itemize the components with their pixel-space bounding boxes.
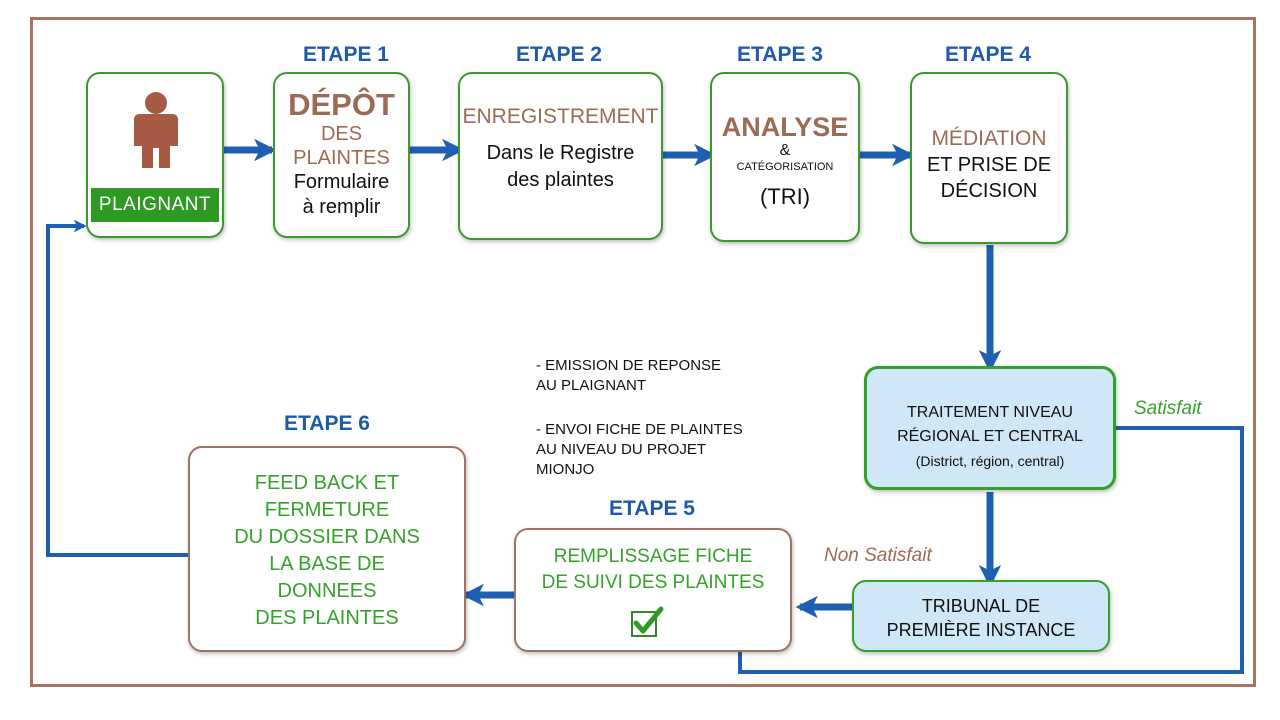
feedback-line2: FERMETURE — [264, 499, 390, 521]
tribunal-box: TRIBUNAL DE PREMIÈRE INSTANCE — [852, 580, 1110, 652]
tribunal-line1: TRIBUNAL DE — [921, 596, 1041, 616]
analyse-categorisation: CATÉGORISATION — [736, 161, 834, 173]
feedback-line1: FEED BACK ET — [254, 472, 400, 494]
depot-des: DES — [320, 123, 363, 145]
traitement-box: TRAITEMENT NIVEAU RÉGIONAL ET CENTRAL (D… — [864, 366, 1116, 490]
note-envoi-line1: - ENVOI FICHE DE PLAINTES — [536, 421, 743, 438]
depot-title: DÉPÔT — [288, 87, 395, 122]
feedback-line4: LA BASE DE — [269, 553, 385, 575]
checkbox-checked-icon — [631, 606, 664, 637]
tribunal-line2: PREMIÈRE INSTANCE — [886, 620, 1076, 640]
feedback-line3: DU DOSSIER DANS — [234, 526, 420, 548]
depot-a-remplir: à remplir — [302, 196, 381, 218]
mediation-line3: DÉCISION — [940, 180, 1038, 202]
depot-plaintes: PLAINTES — [293, 147, 390, 169]
feedback-line6: DES PLAINTES — [255, 607, 399, 629]
enregistrement-title: ENREGISTREMENT — [462, 105, 659, 128]
person-icon — [134, 92, 178, 168]
step-3-label: ETAPE 3 — [737, 43, 823, 66]
enregistrement-line1: Dans le Registre — [486, 142, 635, 164]
plaignant-label: PLAIGNANT — [91, 188, 219, 222]
feedback-line5: DONNEES — [277, 580, 377, 602]
arrow-satisfait-loop — [733, 426, 1244, 674]
mediation-line2: ET PRISE DE — [926, 154, 1052, 176]
traitement-line2: RÉGIONAL ET CENTRAL — [897, 428, 1083, 445]
step-2-label: ETAPE 2 — [516, 43, 602, 66]
arrow-feedback-to-plaignant — [46, 219, 188, 557]
diagram-frame — [30, 17, 1256, 687]
note-envoi: - ENVOI FICHE DE PLAINTES AU NIVEAU DU P… — [536, 420, 743, 480]
analyse-title: ANALYSE — [721, 112, 849, 142]
label-satisfait: Satisfait — [1134, 398, 1202, 419]
remplissage-line1: REMPLISSAGE FICHE — [553, 546, 753, 567]
enregistrement-line2: des plaintes — [507, 169, 614, 191]
enregistrement-box: ENREGISTREMENT Dans le Registre des plai… — [458, 72, 663, 240]
plaignant-box: PLAIGNANT — [86, 72, 224, 238]
label-non-satisfait: Non Satisfait — [824, 545, 932, 566]
step-1-label: ETAPE 1 — [303, 43, 389, 66]
depot-formulaire: Formulaire — [293, 171, 390, 193]
note-emission-line1: - EMISSION DE REPONSE — [536, 357, 722, 374]
mediation-title: MÉDIATION — [931, 127, 1047, 150]
step-4-label: ETAPE 4 — [945, 43, 1031, 66]
traitement-line3: (District, région, central) — [915, 453, 1065, 469]
step-5-label: ETAPE 5 — [609, 497, 695, 520]
remplissage-line2: DE SUIVI DES PLAINTES — [541, 572, 765, 593]
mediation-box: MÉDIATION ET PRISE DE DÉCISION — [910, 72, 1068, 244]
note-envoi-line3: MIONJO — [536, 461, 595, 478]
note-envoi-line2: AU NIVEAU DU PROJET — [536, 441, 707, 458]
analyse-tri: (TRI) — [759, 184, 811, 209]
depot-box: DÉPÔT DES PLAINTES Formulaire à remplir — [273, 72, 410, 238]
note-emission-line2: AU PLAIGNANT — [536, 377, 647, 394]
note-emission: - EMISSION DE REPONSE AU PLAIGNANT — [536, 356, 721, 396]
traitement-line1: TRAITEMENT NIVEAU — [907, 404, 1073, 421]
remplissage-box: REMPLISSAGE FICHE DE SUIVI DES PLAINTES — [514, 528, 792, 652]
feedback-box: FEED BACK ET FERMETURE DU DOSSIER DANS L… — [188, 446, 466, 652]
step-6-label: ETAPE 6 — [284, 412, 370, 435]
analyse-box: ANALYSE & CATÉGORISATION (TRI) — [710, 72, 860, 242]
analyse-ampersand: & — [779, 142, 791, 159]
